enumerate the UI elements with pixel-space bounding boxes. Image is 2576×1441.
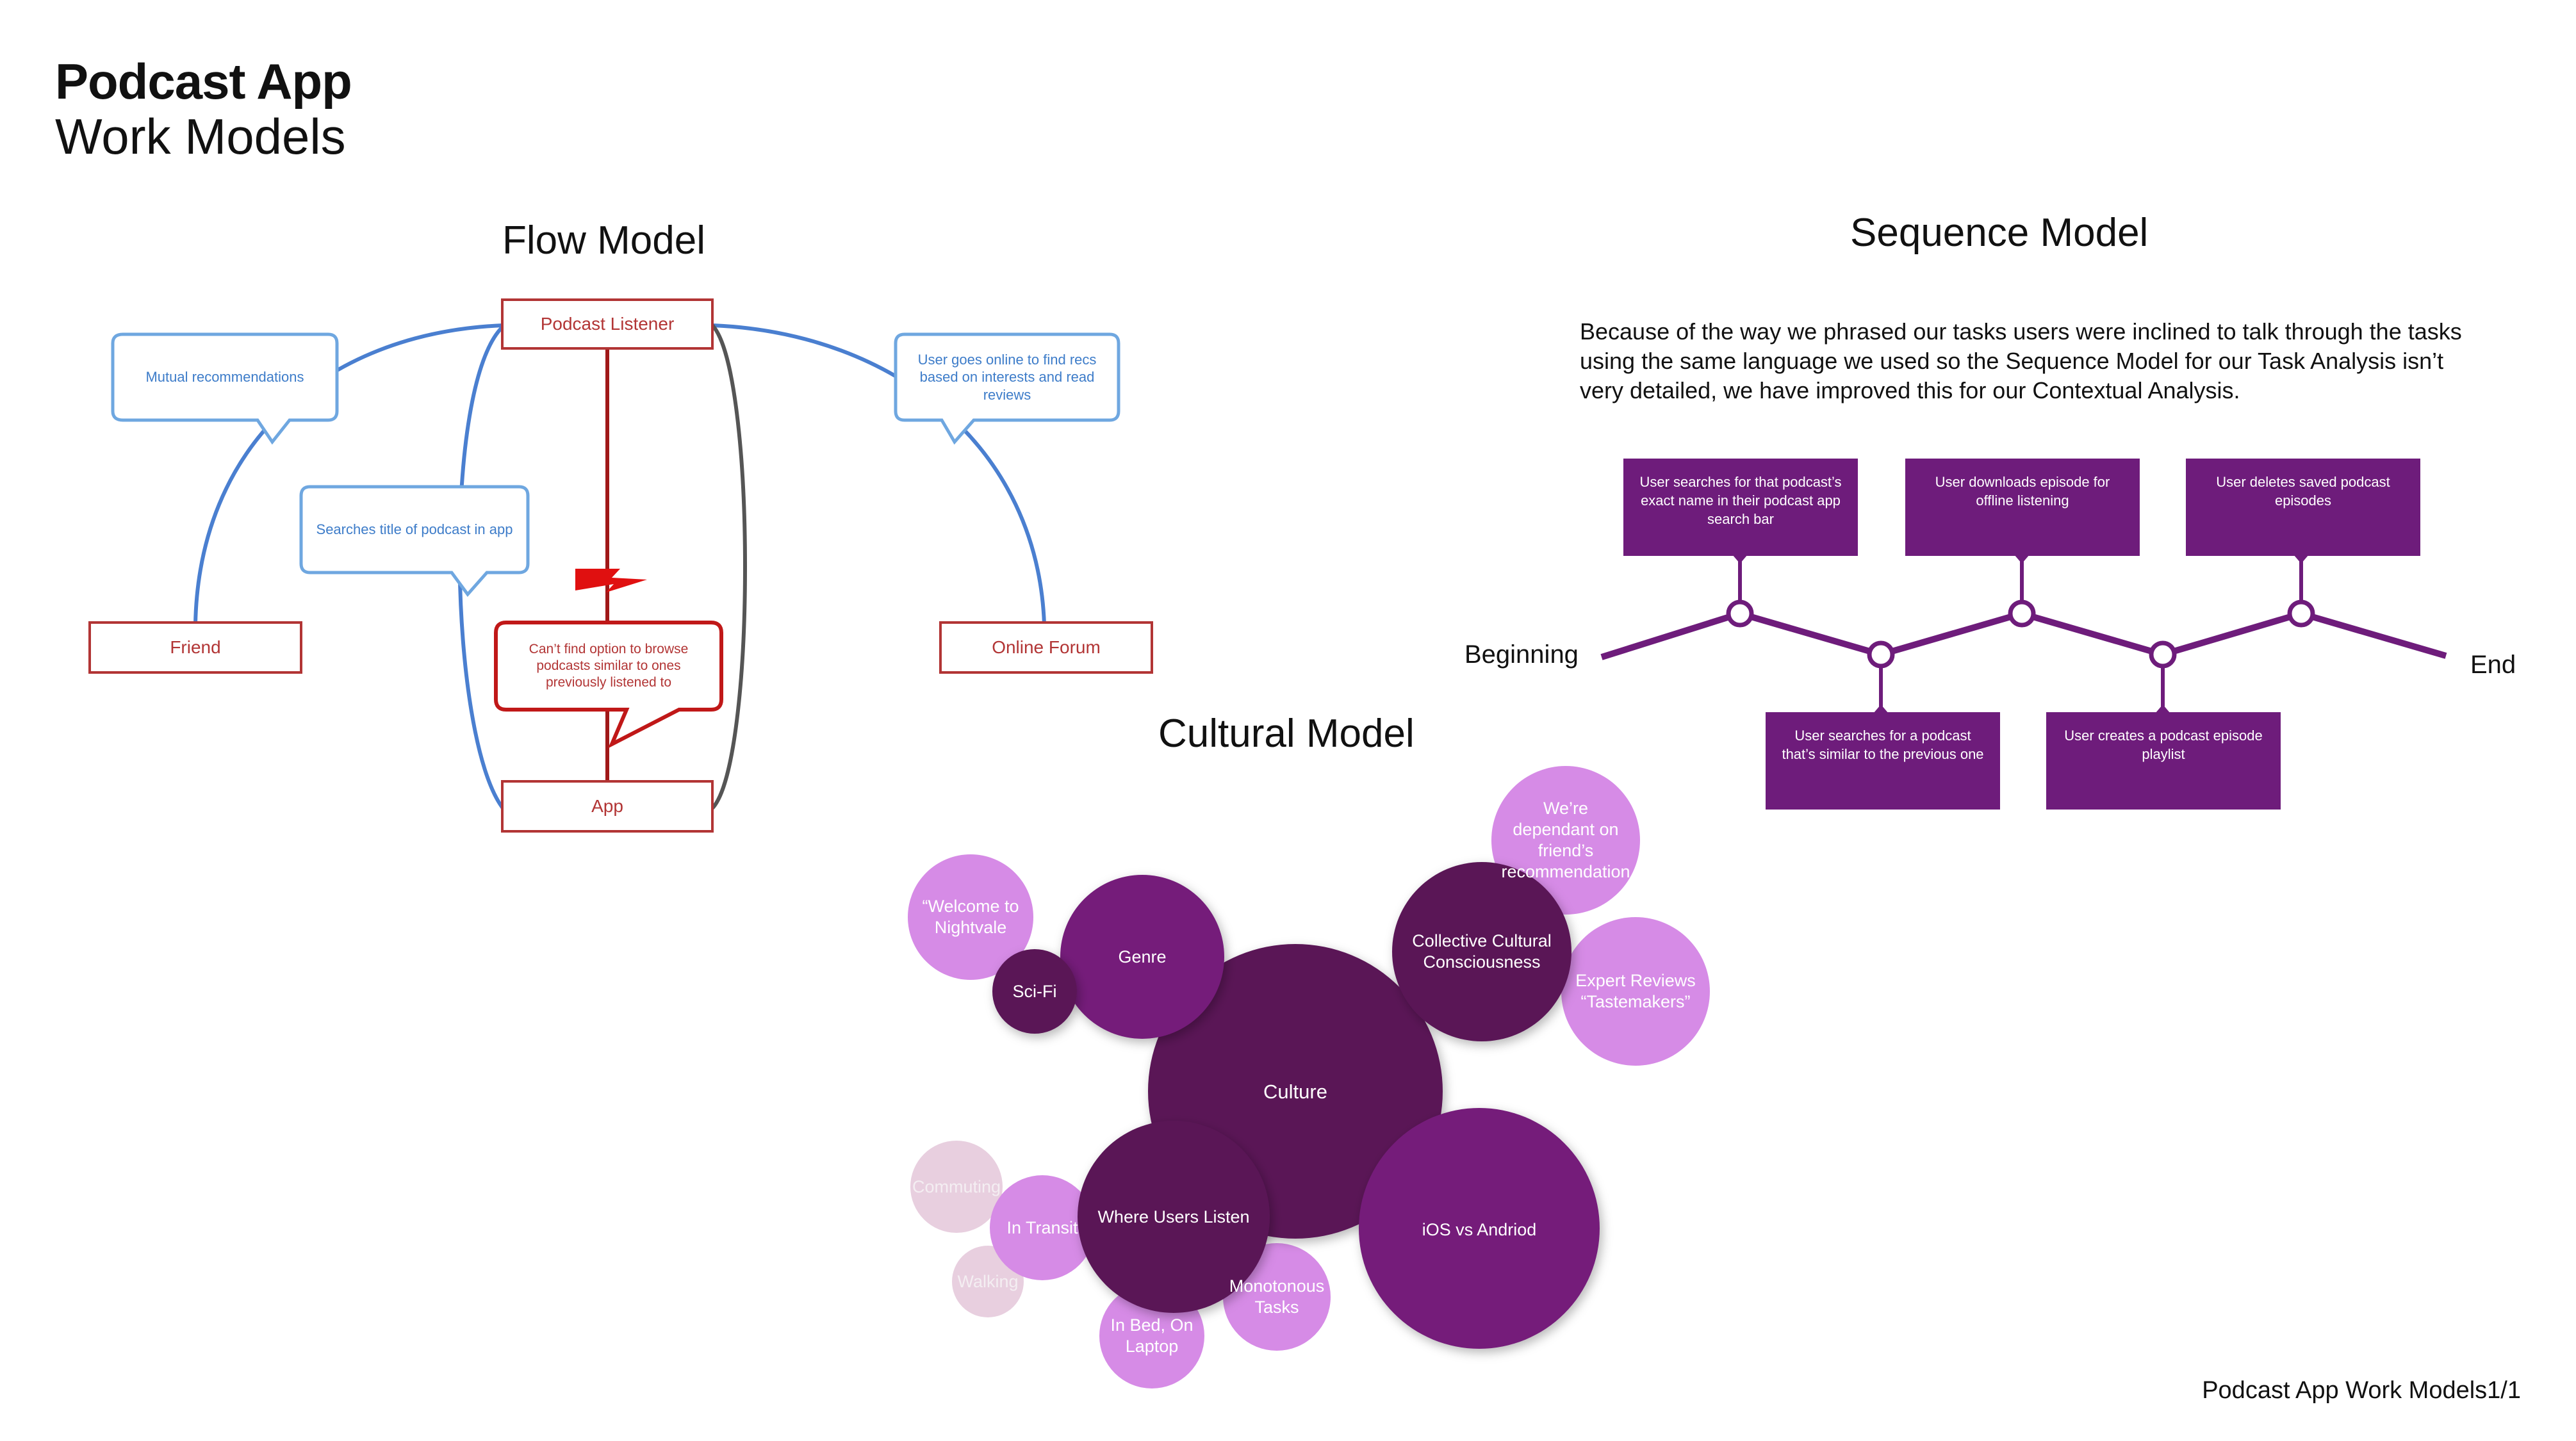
bubble-expert: Expert Reviews “Tastemakers” <box>1575 971 1696 1011</box>
sequence-pointer-4 <box>2155 704 2170 713</box>
callout-search: Searches title of podcast in app <box>316 521 513 538</box>
sequence-pointer-2 <box>1873 704 1889 713</box>
bubble-monotonous: Monotonous Tasks <box>1229 1276 1325 1317</box>
bubble-where: Where Users Listen <box>1097 1207 1250 1226</box>
sequence-pointer-3 <box>2014 555 2030 564</box>
sequence-end-label: End <box>2470 651 2516 679</box>
sequence-step-4: User creates a podcast episode playlist <box>2046 712 2281 810</box>
sequence-step-5: User deletes saved podcast episodes <box>2186 459 2420 556</box>
sequence-step-1: User searches for that podcast’s exact n… <box>1623 459 1858 556</box>
page-title: Podcast App <box>55 53 352 110</box>
sequence-pointer-1 <box>1732 555 1748 564</box>
bubble-culture: Culture <box>1263 1080 1327 1103</box>
sequence-step-node-5 <box>2287 599 2315 628</box>
sequence-pointer-5 <box>2293 555 2309 564</box>
callout-online: User goes online to find recs based on i… <box>917 351 1097 403</box>
callout-online-shape <box>894 332 1120 445</box>
flow-node-listener: Podcast Listener <box>501 298 714 350</box>
sequence-model-title: Sequence Model <box>1850 211 2149 255</box>
bubble-scifi: Sci-Fi <box>1012 981 1057 1001</box>
flow-edge-listener-app-gray <box>710 323 747 810</box>
sequence-beginning-label: Beginning <box>1464 640 1579 669</box>
bubble-ios-shape <box>1359 1108 1600 1349</box>
bubble-expert-shape <box>1561 917 1710 1066</box>
sequence-step-node-1 <box>1726 599 1754 628</box>
footer-page-label: Podcast App Work Models1/1 <box>2202 1377 2521 1404</box>
bubble-where-shape <box>1078 1121 1270 1313</box>
bubble-walking: Walking <box>957 1271 1019 1291</box>
bubble-genre-shape <box>1060 875 1224 1039</box>
sequence-step-node-3 <box>2008 599 2036 628</box>
callout-breakdown: Can’t find option to browse podcasts sim… <box>529 641 689 690</box>
flow-node-friend: Friend <box>88 621 302 674</box>
flow-node-app: App <box>501 780 714 833</box>
page-subtitle: Work Models <box>55 108 346 165</box>
bubble-genre: Genre <box>1118 947 1167 966</box>
cultural-model-title: Cultural Model <box>1158 712 1415 756</box>
bubble-bed: In Bed, On Laptop <box>1110 1315 1194 1356</box>
sequence-step-2: User searches for a podcast that’s simil… <box>1766 712 2000 810</box>
bubble-ios: iOS vs Andriod <box>1422 1219 1537 1239</box>
callout-breakdown-shape <box>494 621 723 749</box>
bubble-nightvale-shape <box>908 854 1033 980</box>
sequence-model-description: Because of the way we phrased our tasks … <box>1580 318 2462 403</box>
bubble-transit-shape <box>990 1175 1095 1280</box>
flow-node-forum: Online Forum <box>939 621 1153 674</box>
bubble-commuting: Commuting <box>912 1176 1001 1196</box>
sequence-step-3: User downloads episode for offline liste… <box>1905 459 2140 556</box>
bubble-collective-shape <box>1392 862 1571 1041</box>
callout-search-shape <box>299 485 530 597</box>
bubble-collective: Collective Cultural Consciousness <box>1412 931 1552 972</box>
bubble-nightvale: “Welcome to Nightvale <box>922 897 1019 937</box>
bubble-transit: In Transit <box>1006 1217 1078 1237</box>
callout-mutual-shape <box>111 332 339 445</box>
sequence-step-node-2 <box>1867 640 1895 669</box>
callout-mutual: Mutual recommendations <box>145 369 304 386</box>
flow-model-title: Flow Model <box>502 218 705 263</box>
bubble-scifi-shape <box>992 949 1077 1034</box>
bubble-dependant: We’re dependant on friend’s recommendati… <box>1501 799 1630 881</box>
bubble-commuting-shape <box>910 1141 1003 1233</box>
sequence-step-node-4 <box>2149 640 2177 669</box>
breakdown-lightning-icon <box>575 569 647 592</box>
